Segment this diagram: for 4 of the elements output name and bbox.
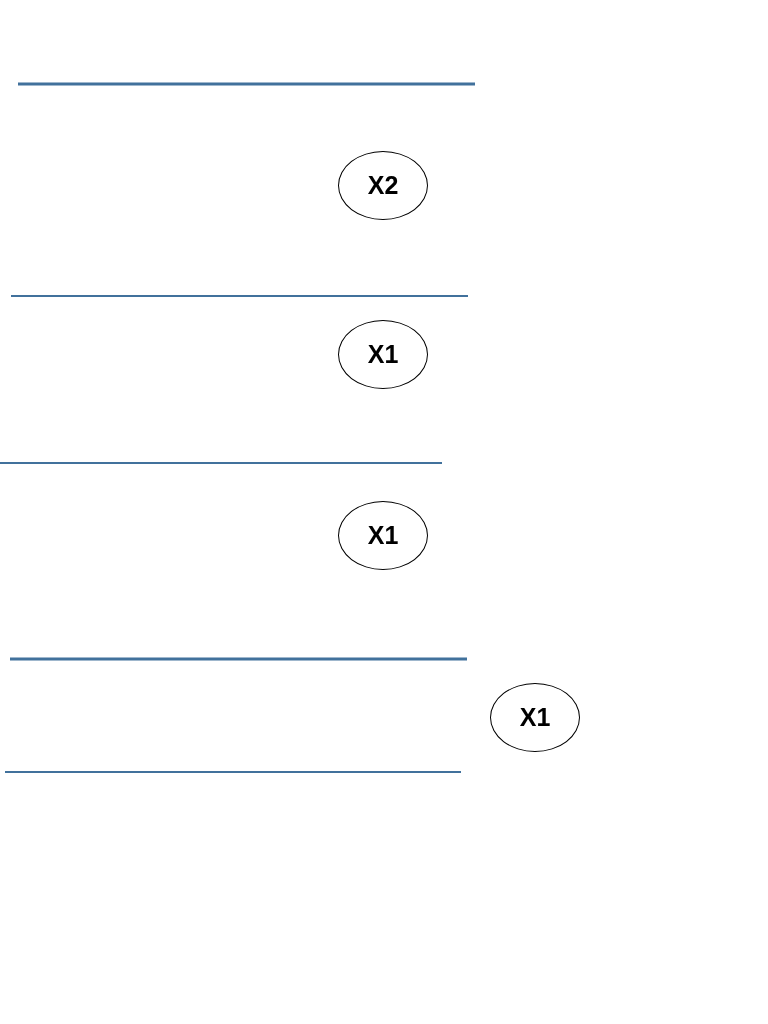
oval-node: X1 [490, 683, 580, 752]
oval-node: X1 [338, 501, 428, 570]
oval-node: X2 [338, 151, 428, 220]
oval-node: X1 [338, 320, 428, 389]
